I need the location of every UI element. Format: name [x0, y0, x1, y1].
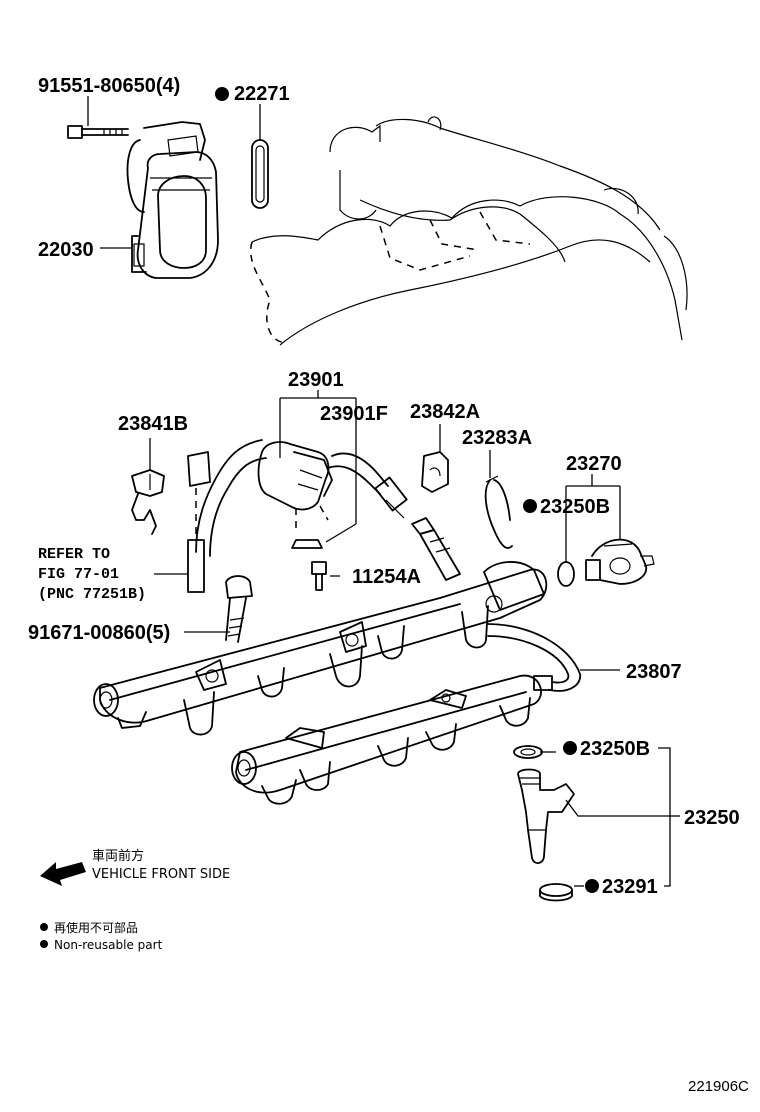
callout-oring-injector: 23250B: [580, 738, 650, 760]
callout-plug: 11254A: [352, 566, 421, 588]
refer-line-3: (PNC 77251B): [38, 586, 146, 603]
callout-clip-b: 23841B: [118, 413, 188, 435]
callout-damper: 23270: [566, 453, 622, 475]
callout-hose-assy: 23901: [288, 369, 344, 391]
callout-gasket: 22271: [234, 83, 290, 105]
intake-manifold-outline: [250, 116, 688, 346]
throttle-body-drawing: [126, 121, 219, 279]
rail-bolt-drawing: [225, 575, 253, 643]
clip-23842a-drawing: [421, 451, 449, 493]
figure-code: 221906C: [688, 1078, 749, 1095]
callout-bolt-throttle: 91551-80650(4): [38, 75, 180, 97]
retainer-drawing: [484, 475, 513, 549]
lower-fuel-rail-drawing: [231, 674, 542, 805]
non-reusable-dot: [523, 499, 537, 513]
callout-hose-f: 23901F: [320, 403, 388, 425]
upper-fuel-rail-drawing: [93, 517, 548, 736]
callout-oring-damper: 23250B: [540, 496, 610, 518]
legend-en: Non-reusable part: [54, 938, 163, 952]
callout-injector: 23250: [684, 807, 740, 829]
non-reusable-dot: [215, 87, 229, 101]
callout-bolt-rail: 91671-00860(5): [28, 622, 170, 644]
vehicle-front-arrow-icon: [40, 862, 86, 886]
legend-dot-icon: [40, 923, 48, 931]
throttle-bolt-drawing: [67, 125, 129, 139]
legend-jp: 再使用不可部品: [54, 920, 138, 935]
callout-throttle-body: 22030: [38, 239, 94, 261]
non-reusable-dot: [563, 741, 577, 755]
injector-drawing: [513, 745, 575, 902]
fuel-pipe-drawing: [487, 623, 582, 692]
legend-dot-icon: [40, 940, 48, 948]
refer-line-2: FIG 77-01: [38, 566, 119, 583]
vacuum-pipe-drawing: [187, 451, 211, 593]
callout-insulator: 23291: [602, 876, 658, 898]
refer-line-1: REFER TO: [38, 546, 110, 563]
fuel-hose-assembly-drawing: [195, 439, 408, 591]
callout-clip-a: 23842A: [410, 401, 480, 423]
leader-lines: [87, 96, 680, 887]
direction-en: VEHICLE FRONT SIDE: [92, 867, 230, 882]
clip-23841b-drawing: [131, 469, 165, 535]
direction-jp: 車両前方: [92, 848, 144, 864]
non-reusable-dot: [585, 879, 599, 893]
callout-retainer: 23283A: [462, 427, 532, 449]
callout-fuel-pipe: 23807: [626, 661, 682, 683]
pulsation-damper-drawing: [557, 538, 655, 587]
gasket-drawing: [251, 139, 269, 209]
